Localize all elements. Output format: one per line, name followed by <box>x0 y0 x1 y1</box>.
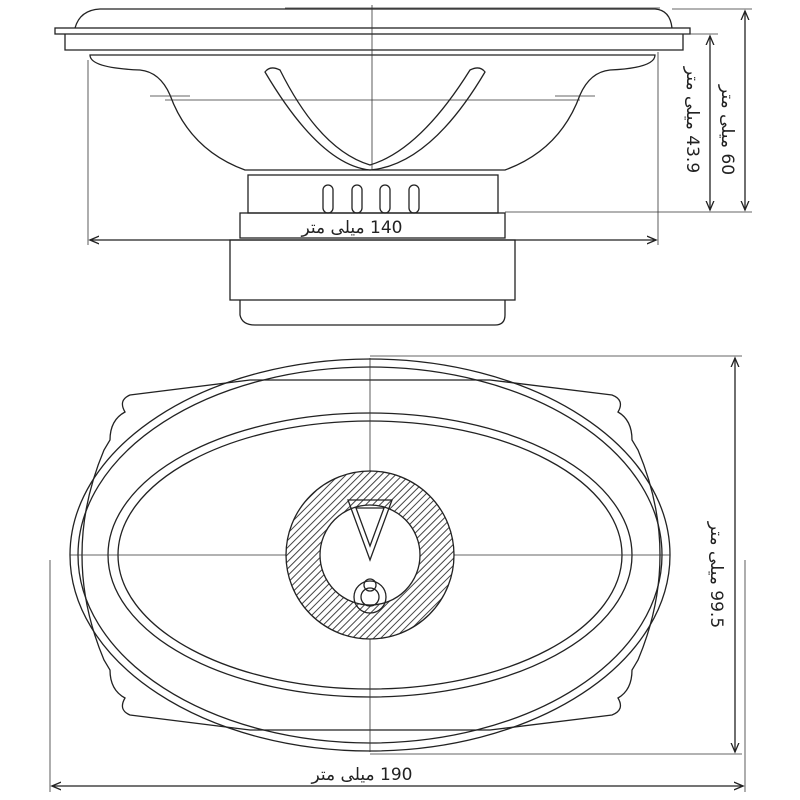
tweeter-bottom-ring <box>353 580 387 614</box>
top-dimensions <box>49 355 746 792</box>
top-height-label: 99.5 میلی متر <box>706 521 726 628</box>
spider-area <box>247 174 499 214</box>
back-plate <box>239 300 506 326</box>
mounting-frame <box>81 379 661 731</box>
side-height-label: 60 میلی متر <box>717 84 737 175</box>
tweeter-housing <box>319 504 421 606</box>
side-width-label: 140 میلی متر <box>301 218 403 238</box>
side-dimensions <box>87 8 752 245</box>
frame-flange <box>54 27 691 35</box>
frame-flange-top <box>74 8 673 29</box>
top-width-label: 190 میلی متر <box>311 765 413 785</box>
side-depth-label: 43.9 میلی متر <box>682 66 702 173</box>
speaker-side-view <box>54 5 691 326</box>
magnet <box>229 239 516 301</box>
speaker-top-view <box>69 358 671 752</box>
terminals <box>322 184 420 214</box>
basket-window <box>264 67 486 171</box>
basket <box>89 54 656 171</box>
tweeter-triangle <box>347 499 393 562</box>
